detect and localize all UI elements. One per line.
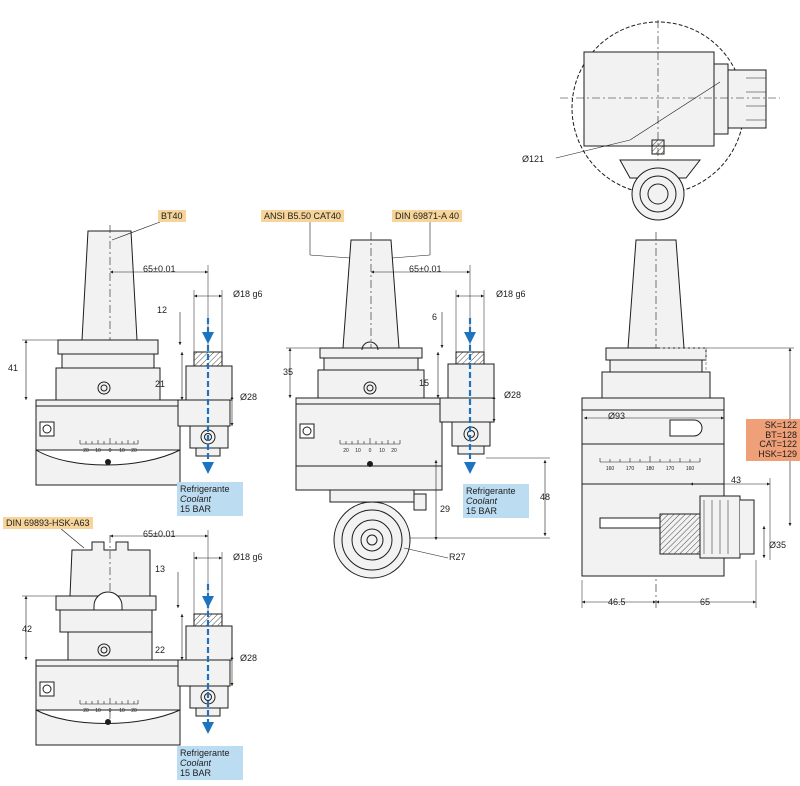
ansi-cat40-tag: ANSI B5.50 CAT40 xyxy=(261,210,344,222)
dim-d18-bt40: Ø18 g6 xyxy=(233,289,263,299)
dim-offset-cat40: 65±0.01 xyxy=(409,264,442,274)
side-view xyxy=(581,232,794,610)
side-scale-tick-3: 170 xyxy=(666,466,675,472)
coolant-line1: Refrigerante xyxy=(466,486,516,496)
dim-offset-hsk: 65±0.01 xyxy=(143,529,176,539)
dim-d18-cat40: Ø18 g6 xyxy=(496,289,526,299)
coolant-line2: Coolant xyxy=(180,494,212,504)
dim-d93: Ø93 xyxy=(608,411,626,421)
dim-d18-hsk: Ø18 g6 xyxy=(233,552,263,562)
side-scale-tick-4: 160 xyxy=(686,466,695,472)
dim-d35: Ø35 xyxy=(769,540,787,550)
dim-d28-hsk: Ø28 xyxy=(240,653,258,663)
side-scale-tick-0: 160 xyxy=(606,466,615,472)
dim-43: 43 xyxy=(731,475,742,485)
din69871-tag-text: DIN 69871-A 40 xyxy=(395,211,460,221)
side-scale-tick-2: 180 xyxy=(646,466,655,472)
din69871-tag: DIN 69871-A 40 xyxy=(392,210,463,222)
hsk-scale-tick-0: 20 xyxy=(83,708,89,714)
bt40-scale-tick-3: 10 xyxy=(119,448,125,454)
din69893-tag: DIN 69893-HSK-A63 xyxy=(3,517,93,529)
dim-13: 13 xyxy=(155,564,166,574)
bt40-scale-tick-2: 0 xyxy=(109,448,112,454)
dim-15: 15 xyxy=(419,378,430,388)
dim-35: 35 xyxy=(283,367,294,377)
dim-46-5: 46.5 xyxy=(608,597,626,607)
coolant-line2: Coolant xyxy=(466,496,498,506)
dim-48: 48 xyxy=(540,492,551,502)
bt40-tag: BT40 xyxy=(158,210,186,222)
dim-d28-cat40: Ø28 xyxy=(504,390,522,400)
coolant-line3: 15 BAR xyxy=(466,506,498,516)
dim-42: 42 xyxy=(22,624,33,634)
dim-d121: Ø121 xyxy=(522,154,545,164)
dim-65-side: 65 xyxy=(700,597,711,607)
hsk-scale-tick-1: 10 xyxy=(95,708,101,714)
cat40-view xyxy=(286,222,550,579)
cat40-scale-tick-3: 10 xyxy=(379,448,385,454)
coolant-note-2: Refrigerante Coolant 15 BAR xyxy=(463,484,529,518)
hsk-scale-tick-2: 0 xyxy=(109,708,112,714)
coolant-line1: Refrigerante xyxy=(180,484,230,494)
coolant-line3: 15 BAR xyxy=(180,504,212,514)
dim-d28-bt40: Ø28 xyxy=(240,392,258,402)
dim-22: 22 xyxy=(155,645,166,655)
coolant-note-1: Refrigerante Coolant 15 BAR xyxy=(177,482,243,516)
cat40-scale-tick-1: 10 xyxy=(355,448,361,454)
hsk-scale-tick-4: 20 xyxy=(131,708,137,714)
top-view xyxy=(555,20,780,221)
size-sk: SK=122 xyxy=(764,420,797,430)
dim-41: 41 xyxy=(8,363,19,373)
size-bt: BT=128 xyxy=(765,429,797,440)
dim-offset-bt40: 65±0.01 xyxy=(143,264,176,274)
coolant-line3: 15 BAR xyxy=(180,768,212,778)
dim-21: 21 xyxy=(155,379,166,389)
hsk-view xyxy=(22,527,234,746)
hsk-scale-tick-3: 10 xyxy=(119,708,125,714)
ansi-tag-text: ANSI B5.50 CAT40 xyxy=(264,211,341,221)
bt40-tag-text: BT40 xyxy=(161,211,183,221)
size-box: SK=122 BT=128 CAT=122 HSK=129 xyxy=(746,419,800,461)
cat40-scale-tick-4: 20 xyxy=(391,448,397,454)
dim-29: 29 xyxy=(440,504,451,514)
side-scale-tick-1: 170 xyxy=(626,466,635,472)
dim-6: 6 xyxy=(432,312,438,322)
bt40-scale-tick-1: 10 xyxy=(95,448,101,454)
din69893-tag-text: DIN 69893-HSK-A63 xyxy=(6,518,90,528)
dim-12: 12 xyxy=(157,305,168,315)
cat40-scale-tick-2: 0 xyxy=(369,448,372,454)
size-hsk: HSK=129 xyxy=(758,448,797,459)
bt40-scale-tick-0: 20 xyxy=(83,448,89,454)
bt40-view xyxy=(22,221,234,486)
cat40-scale-tick-0: 20 xyxy=(343,448,349,454)
coolant-line2: Coolant xyxy=(180,758,212,768)
coolant-note-3: Refrigerante Coolant 15 BAR xyxy=(177,746,243,780)
coolant-line1: Refrigerante xyxy=(180,748,230,758)
bt40-scale-tick-4: 20 xyxy=(131,448,137,454)
dim-r27: R27 xyxy=(449,552,466,562)
size-cat: CAT=122 xyxy=(759,439,797,449)
